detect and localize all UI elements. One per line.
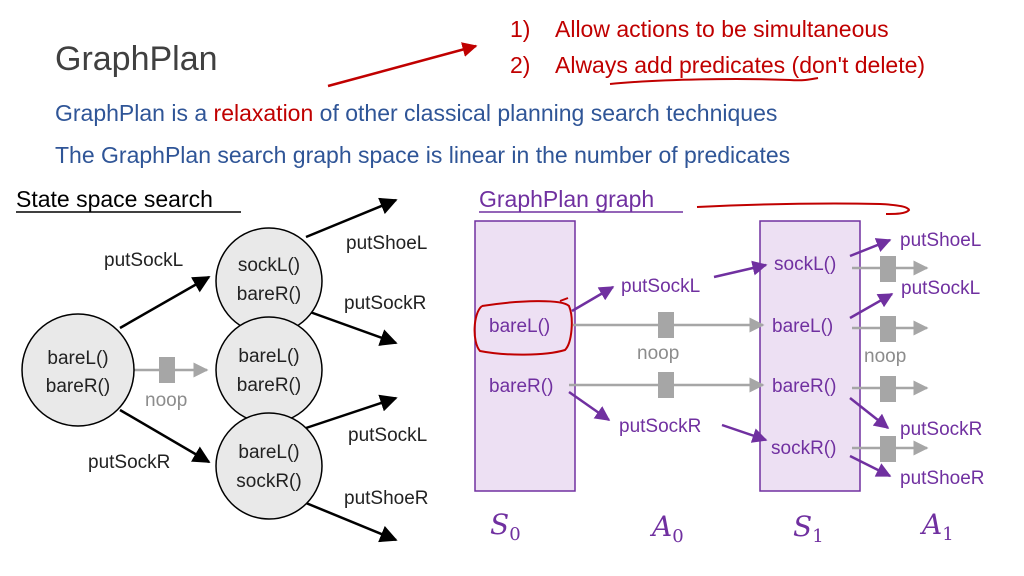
- bot-node-line-1: bareL(): [238, 442, 299, 463]
- graphplan-red-arrow: [696, 202, 911, 215]
- label-putsockr-left: putSockR: [88, 452, 170, 473]
- top-node-line-1: sockL(): [238, 255, 300, 276]
- edge-start-to-bottom: [119, 408, 211, 464]
- noop-a1-barel-box: [880, 316, 896, 342]
- a0-noop: noop: [637, 343, 679, 364]
- label-noop-left: noop: [145, 390, 187, 411]
- annotation-arrow: [327, 42, 478, 88]
- label-bot-putsockl: putSockL: [348, 425, 427, 446]
- mid-node-line-2: bareR(): [237, 375, 301, 396]
- edge-top-putshoel: [305, 197, 398, 239]
- s1-sockl: sockL(): [774, 254, 836, 275]
- arrow-barel-to-putsockl: [571, 285, 615, 313]
- note-2-pre: Always: [555, 52, 634, 78]
- arrow-sockr-to-putshoer: [849, 454, 892, 478]
- note-2-number: 2): [510, 52, 530, 78]
- subtitle-line-2: The GraphPlan search graph space is line…: [55, 142, 790, 168]
- arrow-sockl-to-putshoel: [849, 238, 892, 258]
- s1-barer: bareR(): [772, 376, 836, 397]
- arrow-barer-to-putsockr: [568, 390, 611, 422]
- a1-putshoer: putShoeR: [900, 468, 985, 489]
- noop-a0-barer-box: [658, 372, 674, 398]
- start-node-line-1: bareL(): [47, 348, 108, 369]
- label-top-putshoel: putShoeL: [346, 233, 427, 254]
- arrow-barel-to-putsockl-a1: [849, 292, 894, 320]
- start-node-line-2: bareR(): [46, 376, 110, 397]
- level-label-a0: A0: [649, 510, 684, 547]
- a1-putsockl: putSockL: [901, 278, 980, 299]
- edge-bot-putshoer: [305, 501, 398, 543]
- noop-a1-sockl-box: [880, 256, 896, 282]
- level-label-a1: A1: [919, 508, 954, 545]
- edge-top-putsockr: [309, 310, 398, 346]
- noop-a0-barel-box: [658, 312, 674, 338]
- annotation-underline: [609, 77, 819, 85]
- start-node: [21, 313, 135, 427]
- annotation-circle-barel: [473, 297, 573, 356]
- a1-noop: noop: [864, 346, 906, 367]
- level-label-s0: S0: [490, 508, 521, 545]
- subtitle-line-1: GraphPlan is a relaxation of other class…: [55, 100, 777, 126]
- page-title: GraphPlan: [55, 40, 218, 78]
- subtitle-1-pre: GraphPlan is a: [55, 100, 214, 126]
- label-top-putsockr: putSockR: [344, 293, 426, 314]
- a0-putsockl: putSockL: [621, 276, 700, 297]
- note-1-number: 1): [510, 16, 530, 42]
- mid-node-line-1: bareL(): [238, 346, 299, 367]
- noop-a1-sockr-box: [880, 436, 896, 462]
- notes-list: 1) Allow actions to be simultaneous 2) Alw…: [510, 16, 925, 78]
- state-space-diagram: State space search bareL() bareR() sockL…: [16, 186, 429, 543]
- state-space-heading: State space search: [16, 186, 213, 212]
- s0-box: [474, 220, 576, 492]
- bot-node: [215, 412, 323, 520]
- edge-start-to-top: [119, 275, 211, 330]
- a1-putsockr: putSockR: [900, 419, 982, 440]
- arrow-putsockl-to-sockl: [713, 260, 768, 279]
- note-2: 2) Always add predicates (don't delete): [510, 52, 925, 78]
- a0-putsockr: putSockR: [619, 416, 701, 437]
- bot-node-line-2: sockR(): [236, 471, 301, 492]
- note-1: 1) Allow actions to be simultaneous: [510, 16, 889, 42]
- s1-box: [759, 220, 861, 492]
- top-node-line-2: bareR(): [237, 284, 301, 305]
- label-bot-putshoer: putShoeR: [344, 488, 429, 509]
- note-2-post: (don't delete): [785, 52, 925, 78]
- graphplan-heading: GraphPlan graph: [479, 186, 654, 212]
- arrow-putsockr-to-sockr: [721, 423, 768, 443]
- subtitle-1-emph: relaxation: [214, 100, 314, 126]
- note-2-emph: add predicates: [634, 52, 785, 78]
- edge-bot-putsockl: [305, 394, 398, 430]
- arrow-barer-to-putsockr-a1: [849, 397, 890, 429]
- noop-a1-barer-box: [880, 376, 896, 402]
- noop-box-left: [159, 357, 175, 383]
- a1-putshoel: putShoeL: [900, 230, 981, 251]
- s1-sockr: sockR(): [771, 438, 836, 459]
- subtitle-1-post: of other classical planning search techn…: [313, 100, 777, 126]
- level-label-s1: S1: [793, 510, 824, 547]
- mid-node: [215, 316, 323, 424]
- graphplan-diagram: GraphPlan graph bareL() bareR(): [473, 186, 985, 547]
- note-1-text: Allow actions to be simultaneous: [555, 16, 889, 42]
- s1-barel: bareL(): [772, 316, 833, 337]
- s0-barel: bareL(): [489, 316, 550, 337]
- s0-barer: bareR(): [489, 376, 553, 397]
- label-putsockl-left: putSockL: [104, 250, 183, 271]
